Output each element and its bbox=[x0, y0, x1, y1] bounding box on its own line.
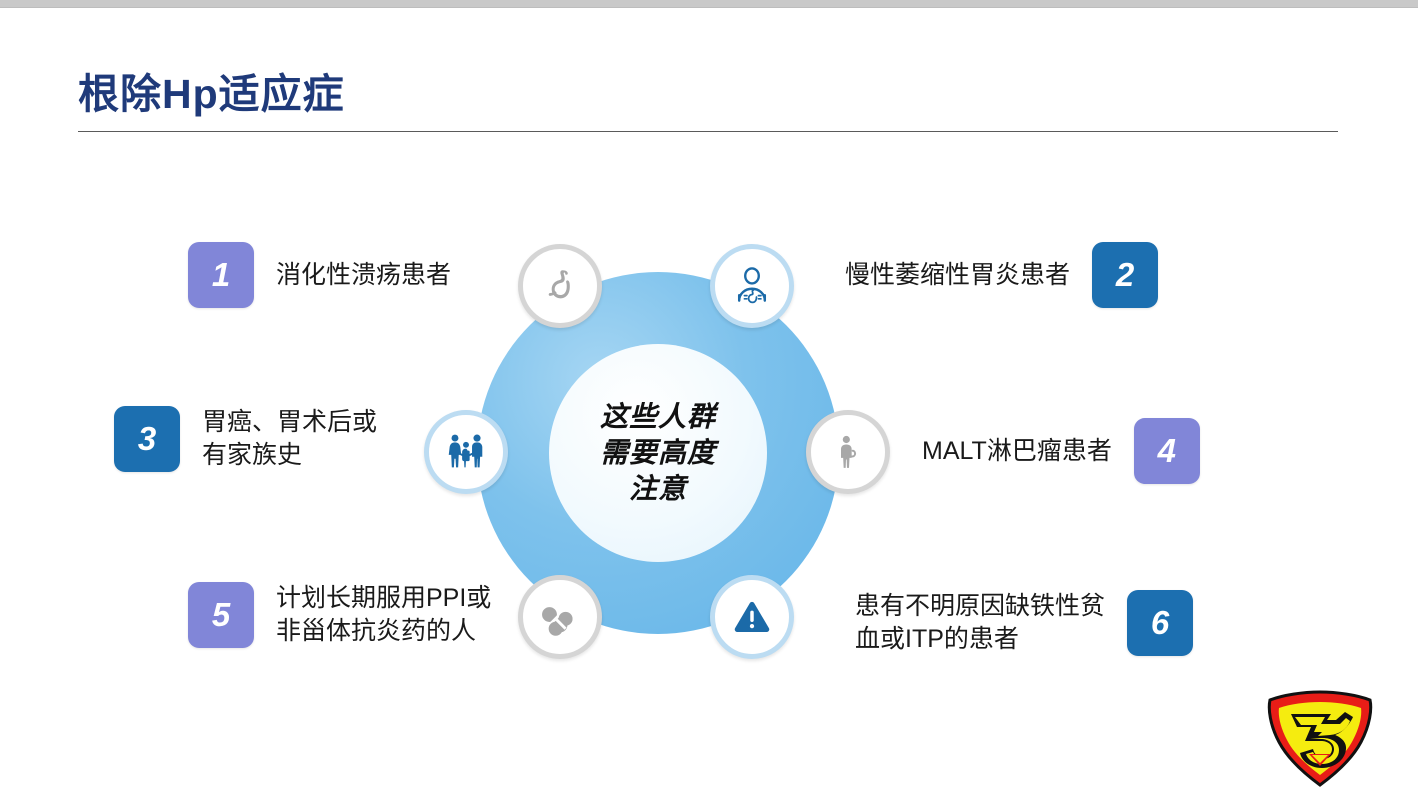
icon-bubble-family bbox=[424, 410, 508, 494]
family-icon bbox=[443, 429, 489, 475]
item-3-number-badge: 3 bbox=[114, 406, 180, 472]
item-3-label: 胃癌、胃术后或 有家族史 bbox=[202, 408, 378, 469]
item-5-label: 计划长期服用PPI或 非甾体抗炎药的人 bbox=[276, 584, 492, 645]
item-2-label: 慢性萎缩性胃炎患者 bbox=[845, 260, 1071, 289]
icon-bubble-pills bbox=[518, 575, 602, 659]
item-1[interactable]: 1 消化性溃疡患者 bbox=[188, 242, 451, 308]
item-6[interactable]: 患有不明原因缺铁性贫 血或ITP的患者 6 bbox=[855, 590, 1194, 656]
icon-bubble-person bbox=[806, 410, 890, 494]
item-2-number-badge: 2 bbox=[1092, 242, 1159, 308]
wheel-center-text: 这些人群 需要高度 注意 bbox=[599, 401, 716, 504]
warning-triangle-icon bbox=[730, 595, 774, 639]
person-stomach-icon bbox=[730, 264, 774, 308]
item-5[interactable]: 5 计划长期服用PPI或 非甾体抗炎药的人 bbox=[188, 582, 491, 648]
slide-canvas: 根除Hp适应症 这些人群 需要高度 注意 bbox=[0, 8, 1418, 802]
icon-bubble-stomach bbox=[518, 244, 602, 328]
pills-icon bbox=[539, 596, 581, 638]
item-6-label: 患有不明原因缺铁性贫 血或ITP的患者 bbox=[855, 592, 1106, 653]
item-4[interactable]: MALT淋巴瘤患者 4 bbox=[922, 418, 1200, 484]
icon-bubble-warning bbox=[710, 575, 794, 659]
item-5-number-badge: 5 bbox=[188, 582, 254, 648]
item-3[interactable]: 3 胃癌、胃术后或 有家族史 bbox=[114, 406, 377, 472]
stomach-icon bbox=[539, 265, 581, 307]
item-1-number-badge: 1 bbox=[188, 242, 254, 308]
item-2[interactable]: 慢性萎缩性胃炎患者 2 bbox=[845, 242, 1159, 308]
superman-shield-5-logo bbox=[1261, 689, 1379, 789]
viewer-top-bar bbox=[0, 0, 1418, 8]
item-4-label: MALT淋巴瘤患者 bbox=[922, 436, 1112, 465]
wheel-inner-circle: 这些人群 需要高度 注意 bbox=[549, 344, 767, 562]
icon-bubble-person-stomach bbox=[710, 244, 794, 328]
title-divider bbox=[78, 131, 1338, 132]
item-4-number-badge: 4 bbox=[1133, 418, 1200, 484]
person-icon bbox=[828, 432, 868, 472]
item-1-label: 消化性溃疡患者 bbox=[276, 260, 452, 289]
page-title: 根除Hp适应症 bbox=[78, 71, 345, 117]
center-wheel: 这些人群 需要高度 注意 bbox=[477, 272, 839, 634]
item-6-number-badge: 6 bbox=[1127, 590, 1194, 656]
